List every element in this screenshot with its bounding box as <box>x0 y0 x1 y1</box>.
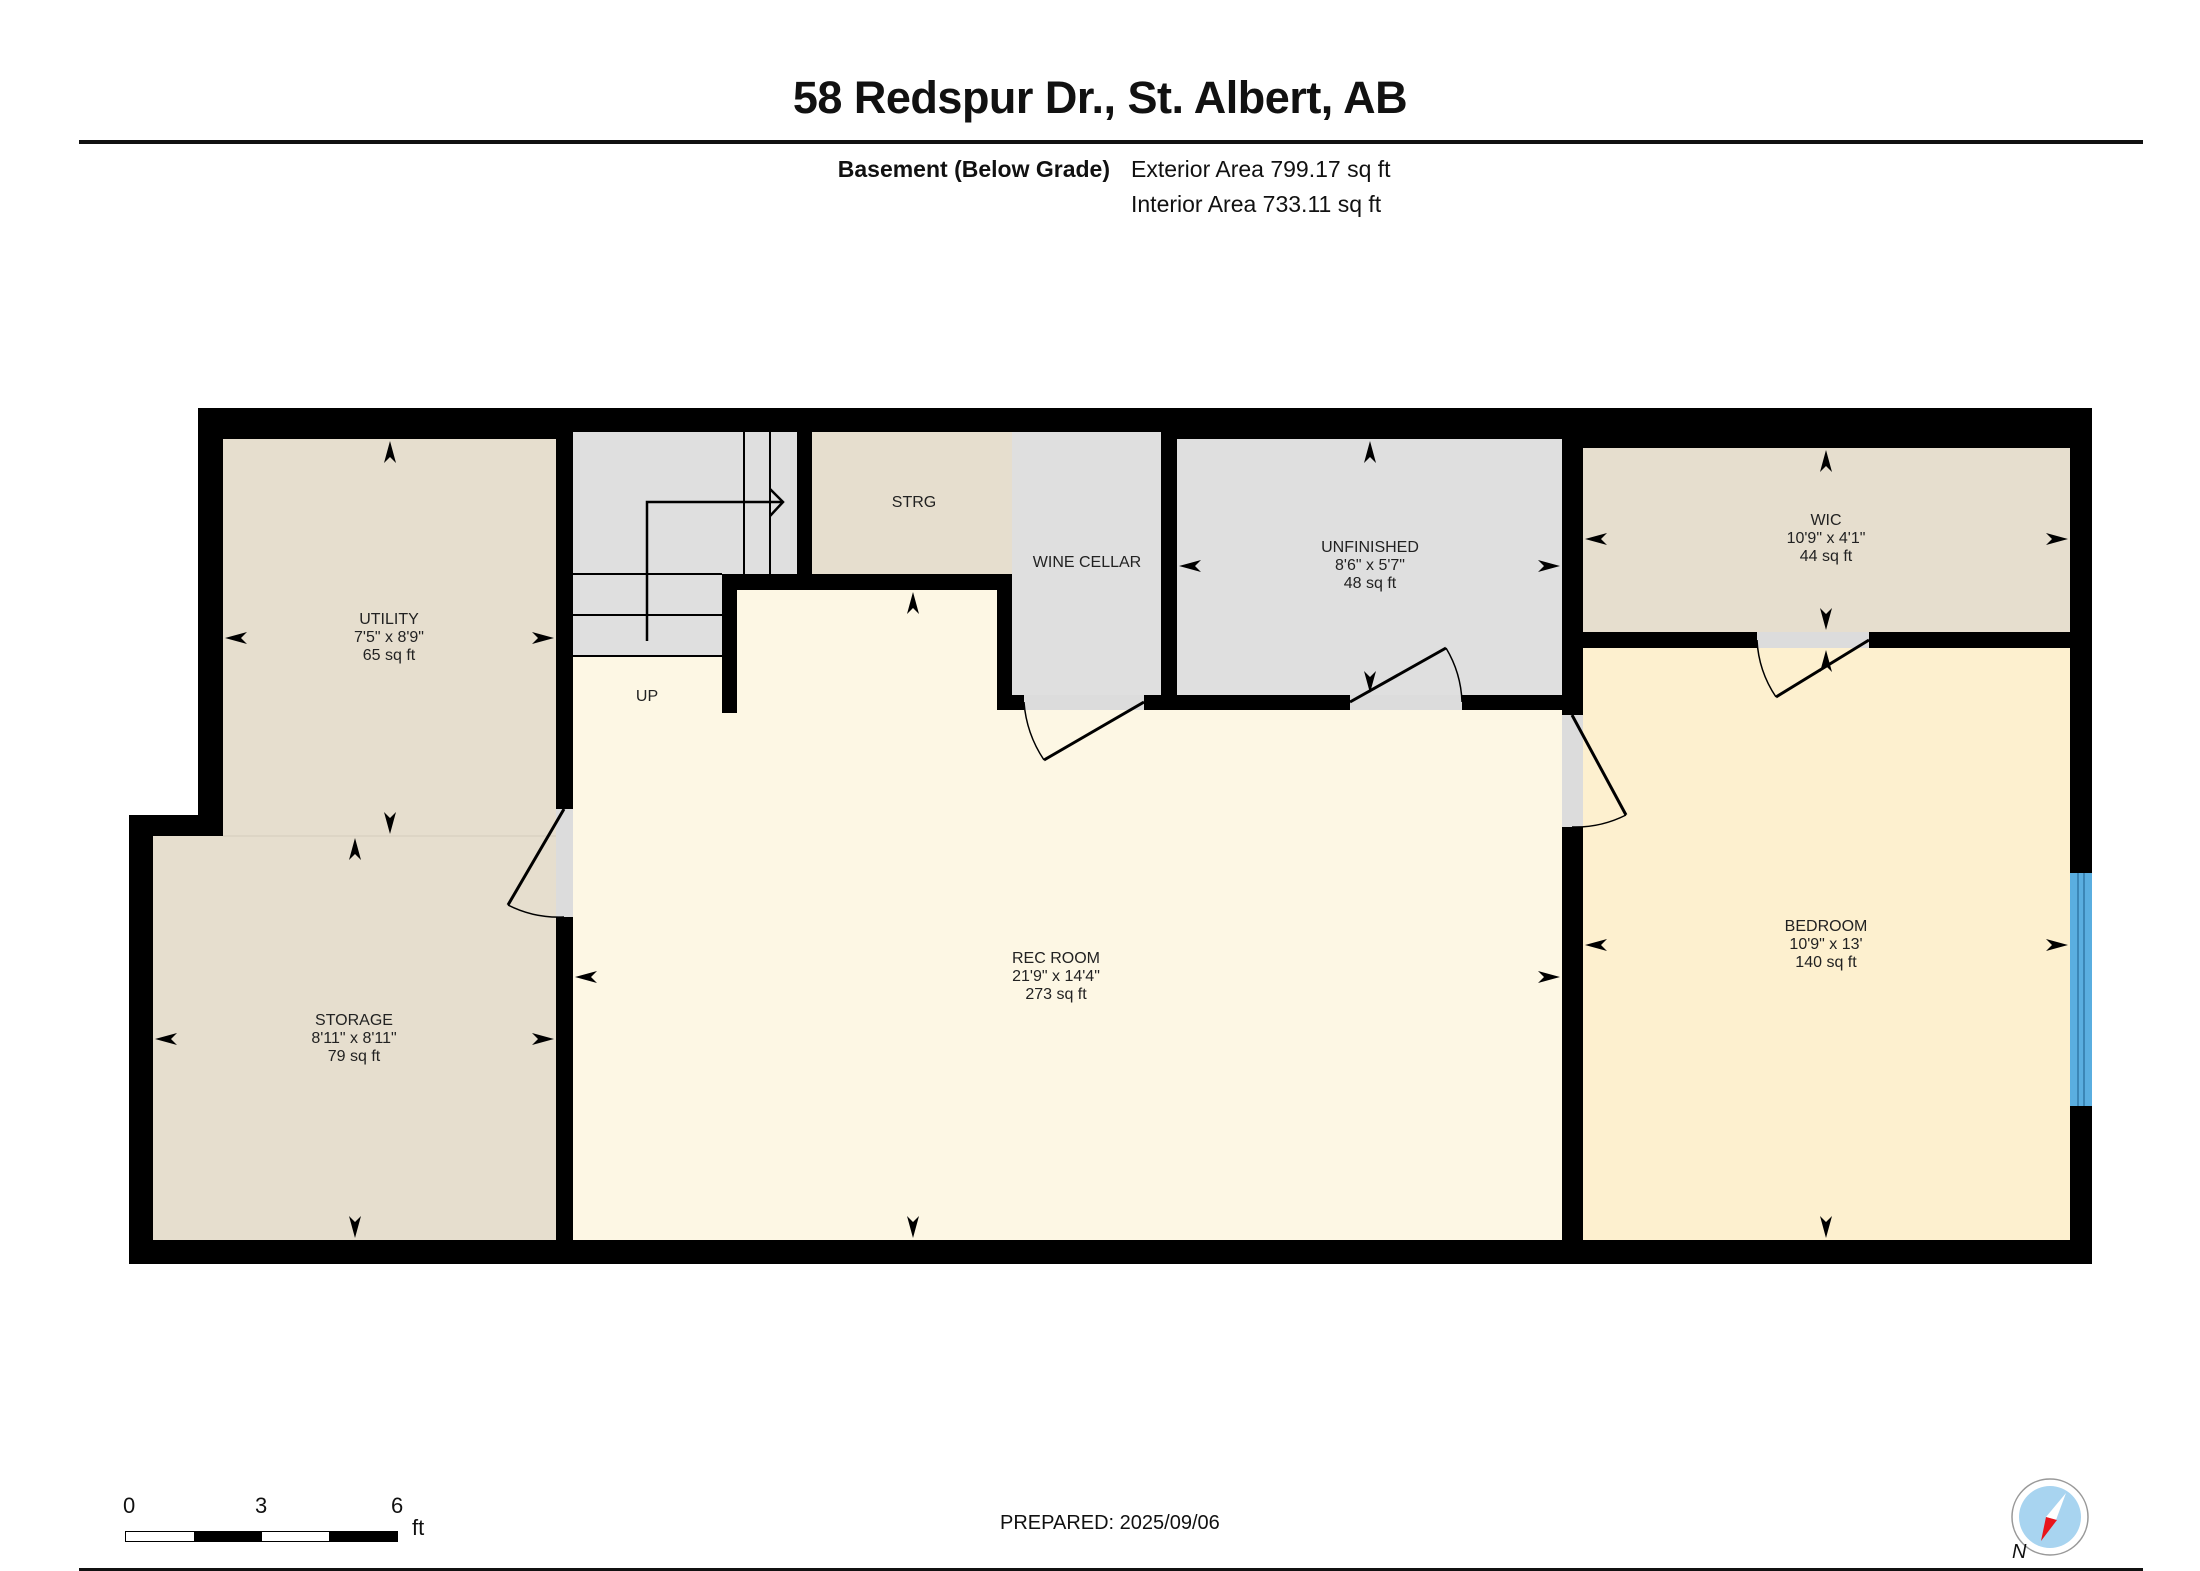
scale-unit: ft <box>412 1515 425 1540</box>
room-label-unfinished: UNFINISHED 8'6" x 5'7" 48 sq ft <box>1321 539 1419 592</box>
room-unfinished <box>1177 439 1562 695</box>
dimension-arrows <box>155 441 2068 1238</box>
compass-north-label: N <box>2012 1541 2027 1563</box>
room-label-wine-cellar: WINE CELLAR <box>1032 554 1142 571</box>
room-strg <box>812 432 1012 574</box>
stair-direction-arrow <box>645 500 783 641</box>
door-wine-cellar <box>1023 700 1145 762</box>
room-label-wic: WIC 10'9" x 4'1" 44 sq ft <box>1786 512 1866 565</box>
room-wine-cellar <box>1012 432 1161 695</box>
room-wic <box>1583 448 2070 632</box>
room-rec-room <box>573 590 1562 1240</box>
scale-bar-graphic <box>125 1531 398 1542</box>
compass-icon <box>2011 1478 2089 1556</box>
room-label-strg: STRG <box>891 494 937 511</box>
door-storage <box>506 808 566 918</box>
room-label-utility: UTILITY 7'5" x 8'9" 65 sq ft <box>354 611 424 664</box>
door-bedroom <box>1570 714 1628 828</box>
footer-divider <box>79 1568 2143 1571</box>
door-unfinished <box>1349 646 1463 704</box>
room-storage <box>153 836 556 1240</box>
prepared-date: PREPARED: 2025/09/06 <box>1000 1512 1220 1534</box>
page-title: 58 Redspur Dr., St. Albert, AB <box>792 72 1408 123</box>
header-divider <box>79 140 2143 144</box>
scale-tick-3: 3 <box>255 1493 268 1518</box>
scale-tick-6: 6 <box>391 1493 404 1518</box>
room-label-bedroom: BEDROOM 10'9" x 13' 140 sq ft <box>1784 918 1868 971</box>
room-utility <box>223 439 556 836</box>
stairs-up-label: UP <box>635 688 659 705</box>
exterior-area: Exterior Area 799.17 sq ft <box>1131 156 1391 182</box>
room-label-storage: STORAGE 8'11" x 8'11" 79 sq ft <box>311 1012 397 1065</box>
room-label-rec-room: REC ROOM 21'9" x 14'4" 273 sq ft <box>1012 950 1100 1003</box>
scale-tick-0: 0 <box>123 1493 136 1518</box>
room-bedroom <box>1583 648 2070 1240</box>
level-name: Basement (Below Grade) <box>837 156 1110 182</box>
interior-area: Interior Area 733.11 sq ft <box>1131 191 1382 217</box>
bedroom-window <box>2070 873 2092 1106</box>
